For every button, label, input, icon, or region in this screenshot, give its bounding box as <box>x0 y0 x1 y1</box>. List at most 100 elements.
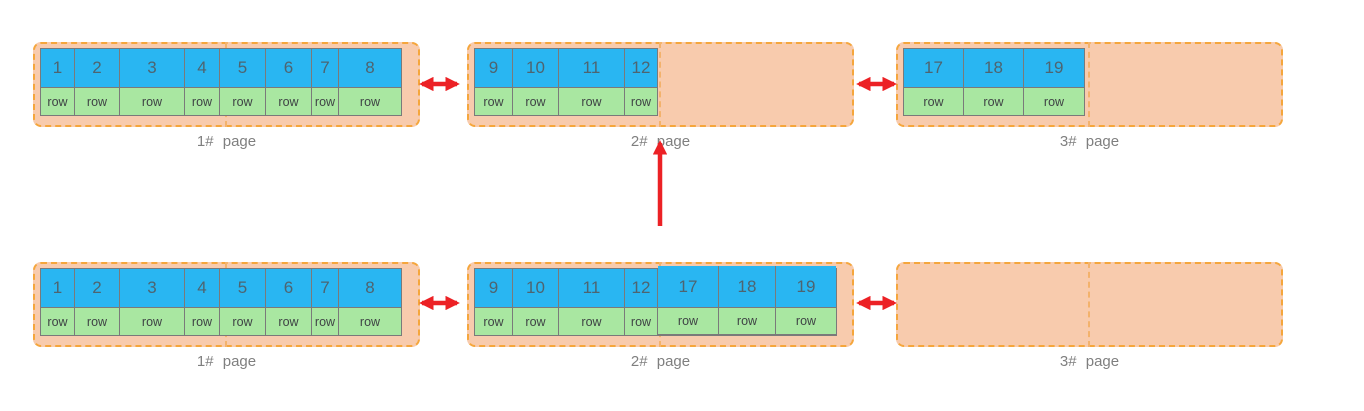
row-record: row <box>625 88 657 115</box>
row-record: row <box>339 308 401 335</box>
slot-number: 6 <box>266 269 311 308</box>
page-half-divider <box>659 42 661 127</box>
row-record: row <box>220 88 265 115</box>
slot-number: 8 <box>339 49 401 88</box>
slot-number: 3 <box>120 49 184 88</box>
row-record: row <box>185 88 219 115</box>
slot-number: 19 <box>1024 49 1084 88</box>
slot-number: 4 <box>185 49 219 88</box>
row-record: row <box>75 308 119 335</box>
row-record: row <box>220 308 265 335</box>
slot-number: 12 <box>625 49 657 88</box>
row-record: row <box>475 88 512 115</box>
row-record: row <box>719 308 775 334</box>
page-1-before-label: 1# page <box>196 133 257 150</box>
row-record: row <box>41 308 74 335</box>
row-record: row <box>559 308 624 335</box>
slot-number: 1 <box>41 49 74 88</box>
page-3-after-empty <box>896 262 1283 347</box>
slot-number: 5 <box>220 49 265 88</box>
slot-number: 17 <box>658 266 718 308</box>
page-1-after-label: 1# page <box>196 353 257 370</box>
row-record: row <box>904 88 963 115</box>
slot-number: 2 <box>75 269 119 308</box>
row-record: row <box>266 308 311 335</box>
row-record: row <box>266 88 311 115</box>
slot-number: 8 <box>339 269 401 308</box>
row-record: row <box>120 308 184 335</box>
row-record: row <box>625 308 657 335</box>
slot-number: 5 <box>220 269 265 308</box>
row-record: row <box>513 308 558 335</box>
row-record: row <box>776 308 836 334</box>
slot-number: 4 <box>185 269 219 308</box>
slot-number: 7 <box>312 49 338 88</box>
slot-number: 9 <box>475 269 512 308</box>
page-half-divider <box>1088 262 1090 347</box>
slot-number: 10 <box>513 49 558 88</box>
row-record: row <box>120 88 184 115</box>
page-2-after-label: 2# page <box>630 353 691 370</box>
slot-number: 11 <box>559 49 624 88</box>
slot-number: 10 <box>513 269 558 308</box>
slot-number: 2 <box>75 49 119 88</box>
slot-number: 12 <box>625 269 657 308</box>
slot-number: 17 <box>904 49 963 88</box>
row-record: row <box>75 88 119 115</box>
row-record: row <box>559 88 624 115</box>
slot-number: 6 <box>266 49 311 88</box>
row-record: row <box>312 308 338 335</box>
slot-number: 18 <box>719 266 775 308</box>
row-record: row <box>185 308 219 335</box>
page-2-before-label: 2# page <box>630 133 691 150</box>
row-record: row <box>513 88 558 115</box>
slot-number: 9 <box>475 49 512 88</box>
row-record: row <box>312 88 338 115</box>
page-half-divider <box>1088 42 1090 127</box>
row-record: row <box>475 308 512 335</box>
page-3-before-label: 3# page <box>1059 133 1120 150</box>
slot-number: 11 <box>559 269 624 308</box>
row-record: row <box>339 88 401 115</box>
row-record: row <box>41 88 74 115</box>
slot-number: 3 <box>120 269 184 308</box>
slot-number: 19 <box>776 266 836 308</box>
page-3-after-label: 3# page <box>1059 353 1120 370</box>
slot-number: 1 <box>41 269 74 308</box>
